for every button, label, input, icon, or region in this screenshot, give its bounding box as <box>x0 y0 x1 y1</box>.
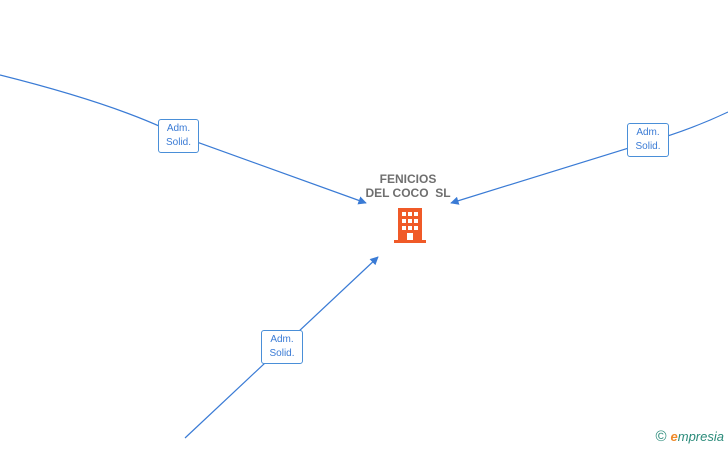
brand-logo-text: mpresia <box>677 429 724 444</box>
brand-logo-initial: e <box>670 429 678 444</box>
copyright-symbol: © <box>655 428 667 445</box>
brand-watermark: ©empresia <box>655 428 724 445</box>
edge-label-bottom[interactable]: Adm. Solid. <box>261 330 303 364</box>
edge-label-bottom-line2: Solid. <box>269 348 295 359</box>
edge-label-left[interactable]: Adm. Solid. <box>158 119 199 153</box>
edge-label-right-line2: Solid. <box>635 141 661 152</box>
edge-label-right-line1: Adm. <box>636 127 660 138</box>
company-name[interactable]: FENICIOS DEL COCO SL <box>352 172 464 200</box>
edge-label-bottom-line1: Adm. <box>270 334 294 345</box>
edge-label-left-line1: Adm. <box>166 123 191 134</box>
building-icon[interactable] <box>394 207 426 243</box>
company-name-line2: DEL COCO SL <box>365 186 451 200</box>
company-name-line1: FENICIOS <box>379 172 437 186</box>
edge-line-right <box>450 111 728 205</box>
edge-label-right[interactable]: Adm. Solid. <box>627 123 669 157</box>
edge-label-left-line2: Solid. <box>165 137 191 148</box>
